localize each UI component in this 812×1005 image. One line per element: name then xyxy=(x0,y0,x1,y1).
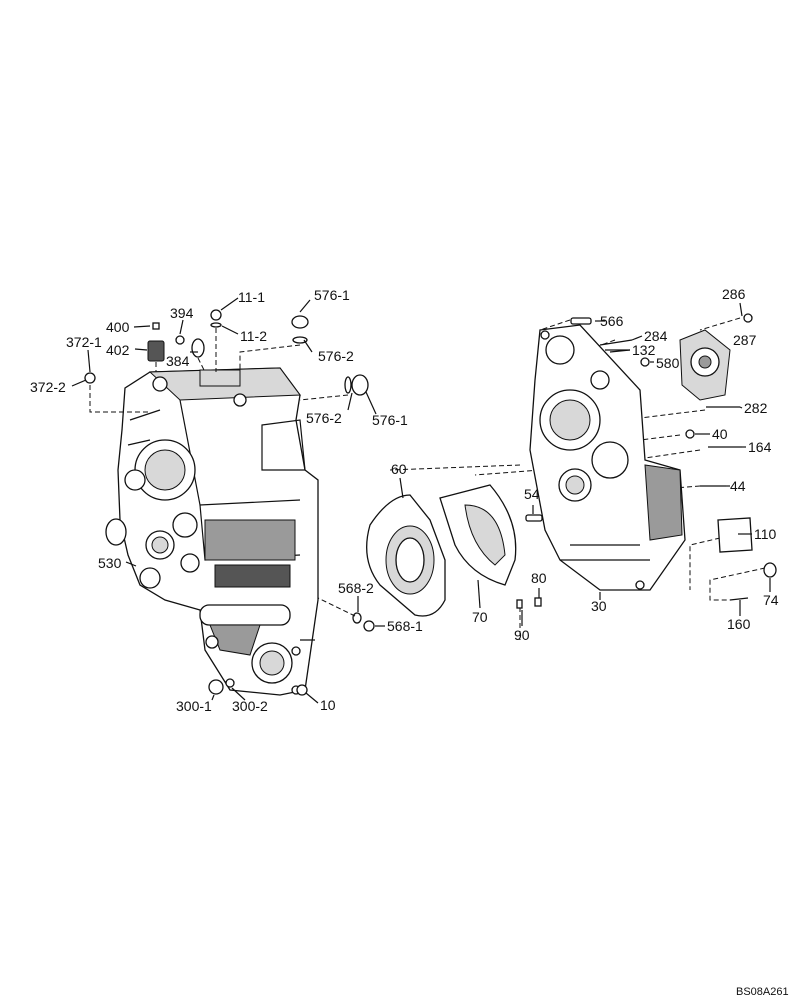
callout-10: 10 xyxy=(320,697,336,713)
callout-labels: 286 287 566 284 132 580 282 40 164 44 11… xyxy=(30,286,779,714)
callout-11-1: 11-1 xyxy=(238,289,265,305)
drawing-reference-code: BS08A261 xyxy=(736,986,789,998)
left-transmission-housing xyxy=(117,367,319,696)
callout-372-2: 372-2 xyxy=(30,379,66,395)
callout-74: 74 xyxy=(763,592,779,608)
callout-70: 70 xyxy=(472,609,488,625)
callout-576-1-top: 576-1 xyxy=(314,287,350,303)
housing-top-fittings xyxy=(84,309,375,696)
callout-160: 160 xyxy=(727,616,751,632)
callout-300-2: 300-2 xyxy=(232,698,268,714)
callout-566: 566 xyxy=(600,313,624,329)
callout-568-1: 568-1 xyxy=(387,618,423,634)
callout-11-2: 11-2 xyxy=(240,328,267,344)
callout-576-2-top: 576-2 xyxy=(318,348,354,364)
callout-287: 287 xyxy=(733,332,757,348)
callout-384: 384 xyxy=(166,353,190,369)
callout-30: 30 xyxy=(591,598,607,614)
leader-lines xyxy=(71,297,771,704)
callout-580: 580 xyxy=(656,355,680,371)
callout-282: 282 xyxy=(744,400,768,416)
cover-plate-60 xyxy=(366,494,446,617)
callout-40: 40 xyxy=(712,426,728,442)
callout-80: 80 xyxy=(531,570,547,586)
callout-394: 394 xyxy=(170,305,194,321)
right-housing-30 xyxy=(529,324,686,591)
callout-44: 44 xyxy=(730,478,746,494)
callout-568-2: 568-2 xyxy=(338,580,374,596)
callout-402: 402 xyxy=(106,342,130,358)
callout-60: 60 xyxy=(391,461,407,477)
callout-530: 530 xyxy=(98,555,122,571)
right-fasteners xyxy=(570,317,777,601)
callout-286: 286 xyxy=(722,286,746,302)
callout-576-2-bottom: 576-2 xyxy=(306,410,342,426)
callout-576-1-bottom: 576-1 xyxy=(372,412,408,428)
shield-70 xyxy=(439,484,517,586)
callout-400: 400 xyxy=(106,319,130,335)
pump-assembly xyxy=(679,313,753,401)
callout-164: 164 xyxy=(748,439,772,455)
callout-372-1: 372-1 xyxy=(66,334,102,350)
callout-132: 132 xyxy=(632,342,656,358)
assembly-dashed-lines xyxy=(89,317,766,640)
pins xyxy=(516,514,543,609)
callout-284: 284 xyxy=(644,328,668,344)
callout-300-1: 300-1 xyxy=(176,698,212,714)
callout-54: 54 xyxy=(524,486,540,502)
callout-110: 110 xyxy=(754,526,777,542)
callout-90: 90 xyxy=(514,627,530,643)
